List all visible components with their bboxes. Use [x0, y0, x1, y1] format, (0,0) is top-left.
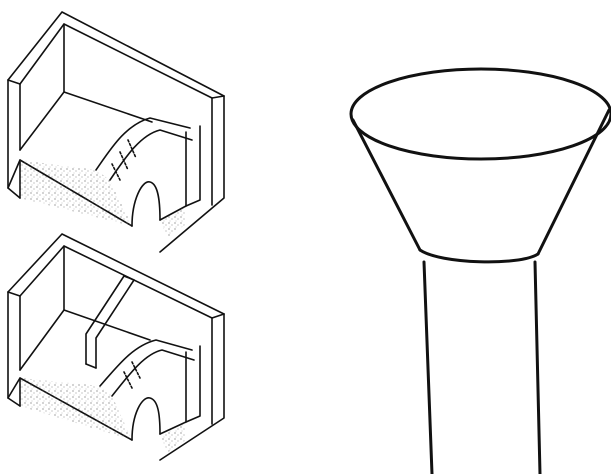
funnel-neck — [418, 248, 540, 264]
funnel-cone-left — [351, 118, 422, 252]
box-with-partition-stipple — [20, 378, 132, 440]
box-with-partition-stipple-right — [160, 422, 186, 452]
box-with-partition-drawing — [7, 233, 225, 461]
funnel-drawing — [349, 67, 611, 474]
funnel-stem-right — [533, 260, 542, 474]
funnel-rim — [349, 67, 611, 161]
funnel-cone-right — [536, 108, 611, 256]
box-with-ramp-stipple — [20, 160, 132, 226]
funnel-stem-left — [422, 260, 434, 474]
box-with-ramp-stipple-right — [160, 206, 186, 238]
